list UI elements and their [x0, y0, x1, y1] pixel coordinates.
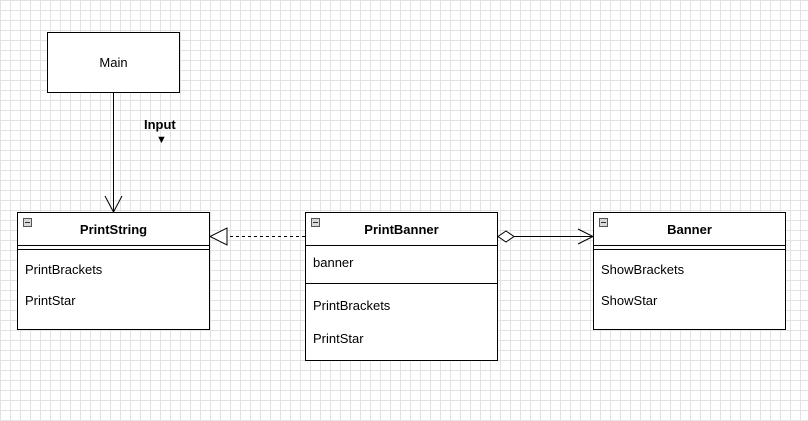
realization-triangle — [208, 227, 228, 246]
method-printstar: PrintStar — [25, 293, 76, 308]
class-printstring-methods: PrintBrackets PrintStar — [18, 250, 209, 319]
attribute-banner: banner — [313, 255, 354, 270]
class-banner-name: Banner — [667, 221, 712, 237]
class-printstring-attributes — [18, 246, 209, 250]
collapse-icon[interactable] — [311, 218, 320, 227]
method-printstar: PrintStar — [313, 331, 364, 346]
class-banner[interactable]: Banner ShowBrackets ShowStar — [593, 212, 786, 330]
collapse-icon[interactable] — [23, 218, 32, 227]
method-printbrackets: PrintBrackets — [25, 262, 103, 277]
input-edge-label: Input — [144, 117, 176, 132]
collapse-icon[interactable] — [599, 218, 608, 227]
method-showbrackets: ShowBrackets — [601, 262, 685, 277]
method-showstar: ShowStar — [601, 293, 658, 308]
class-banner-attributes — [594, 246, 785, 250]
class-printbanner-header: PrintBanner — [306, 213, 497, 246]
class-printstring-name: PrintString — [79, 221, 148, 237]
class-banner-header: Banner — [594, 213, 785, 246]
aggregation-diamond — [497, 230, 515, 243]
method-printbrackets: PrintBrackets — [313, 298, 391, 313]
class-printstring[interactable]: PrintString PrintBrackets PrintStar — [17, 212, 210, 330]
class-printbanner-name: PrintBanner — [364, 221, 439, 237]
class-printbanner[interactable]: PrintBanner banner PrintBrackets PrintSt… — [305, 212, 498, 361]
class-printbanner-attributes: banner — [306, 246, 497, 284]
class-banner-methods: ShowBrackets ShowStar — [594, 250, 785, 319]
main-node[interactable]: Main — [47, 32, 180, 93]
class-printstring-header: PrintString — [18, 213, 209, 246]
main-node-label: Main — [99, 55, 128, 70]
input-direction-icon: ▼ — [156, 134, 167, 146]
class-printbanner-methods: PrintBrackets PrintStar — [306, 284, 497, 355]
